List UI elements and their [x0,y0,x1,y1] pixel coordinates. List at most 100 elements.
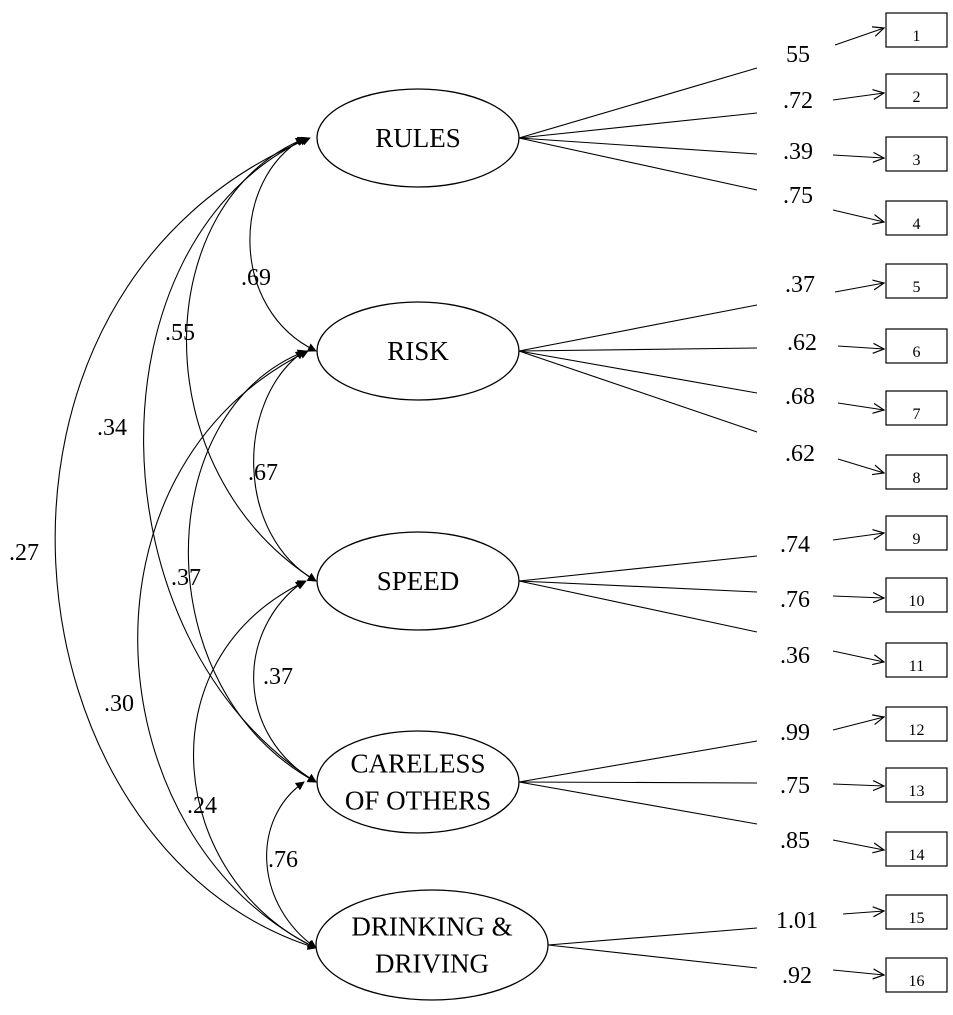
item-number: 14 [909,847,925,864]
loading-value: .75 [783,183,813,209]
loading-line [518,304,758,352]
factor-label: DRIVING [375,949,489,979]
loading-value: 1.01 [776,908,818,934]
item-number: 11 [909,658,924,675]
correlation-arc [54,136,317,950]
item-box [885,894,948,930]
loading-arrow [834,28,884,46]
item-box [885,831,948,867]
correlation-arc [187,349,317,783]
loading-line [518,347,758,352]
correlation-value: .34 [97,415,127,441]
loading-line [518,350,758,394]
item-1: 551 [786,12,948,68]
correlation-arc [137,350,317,949]
item-14: .85 14 [780,828,948,867]
loading-value: .36 [780,643,810,669]
item-number: 15 [909,910,925,927]
correlation-value: .37 [263,664,293,690]
loading-arrow [832,93,884,101]
item-number: 2 [913,89,921,106]
correlation-value: .30 [104,691,134,717]
loading-arrow [842,911,884,914]
correlation-arc [249,137,317,352]
loading-value: .62 [785,441,815,467]
correlation-arc [253,580,317,783]
factor-ellipse [316,88,520,188]
loading-line [518,781,758,825]
factor-drinking: DRINKING &DRIVING [315,889,549,1001]
item-8: .628 [785,441,948,490]
loading-arrow [832,209,884,222]
item-box [885,390,948,426]
loading-value: .62 [787,330,817,356]
loading-line [518,137,758,191]
item-number: 6 [913,344,921,361]
item-box [885,706,948,742]
correlation-arc [253,350,317,582]
loading-line [518,350,758,433]
factor-ellipse [316,301,520,401]
correlation-arc [266,781,317,949]
loading-line [518,781,758,784]
correlation-speed-drinking: .24 [187,580,317,949]
factor-speed: SPEED [316,531,520,631]
item-box [885,328,948,364]
loading-line [547,944,758,969]
item-box [885,263,948,299]
item-number: 4 [913,216,921,233]
item-box [885,957,948,993]
loading-layer [518,67,758,969]
correlation-careless-drinking: .76 [266,781,317,949]
loading-arrow [837,346,884,349]
item-number: 7 [913,406,921,423]
correlation-risk-drinking: .30 [104,350,317,949]
item-number: 13 [909,783,925,800]
loading-arrow [837,402,884,410]
item-number: 12 [909,722,925,739]
loading-arrow [832,784,884,786]
loading-arrow [834,283,884,293]
loading-value: .68 [785,384,815,410]
loading-line [518,555,758,582]
loading-value: .85 [780,828,810,854]
correlation-speed-careless: .37 [253,580,317,783]
item-box [885,73,948,109]
item-box [885,12,948,48]
factor-label: RISK [387,336,449,366]
factor-rules: RULES [316,88,520,188]
loading-arrow [832,155,884,158]
loading-arrow [832,970,884,975]
loading-arrow [832,596,884,598]
item-5: .37 5 [785,263,948,299]
loading-line [518,580,758,593]
correlation-arc [185,136,317,582]
loading-value: .76 [780,587,810,613]
loading-value: .92 [782,963,812,989]
item-box [885,642,948,678]
loading-arrow [832,650,884,662]
loading-arrow [837,458,884,473]
item-box [885,767,948,803]
loading-value: .74 [780,532,810,558]
correlation-value: .76 [268,847,298,873]
loading-value: 55 [786,42,810,68]
correlation-value: .55 [165,320,195,346]
loading-value: .37 [785,272,815,298]
correlation-layer: .69.67.37.76.55.37.24.34.30.27 [9,136,317,950]
correlation-value: .67 [248,460,278,486]
item-number: 5 [913,279,921,296]
correlation-rules-careless: .34 [97,137,317,783]
correlation-rules-drinking: .27 [9,136,317,950]
loading-value: .39 [783,139,813,165]
factor-ellipse [315,889,549,1001]
item-number: 3 [913,152,921,169]
loading-line [518,137,758,155]
item-15: 1.01 15 [776,894,948,934]
loading-value: .99 [780,720,810,746]
correlation-value: .69 [241,265,271,291]
